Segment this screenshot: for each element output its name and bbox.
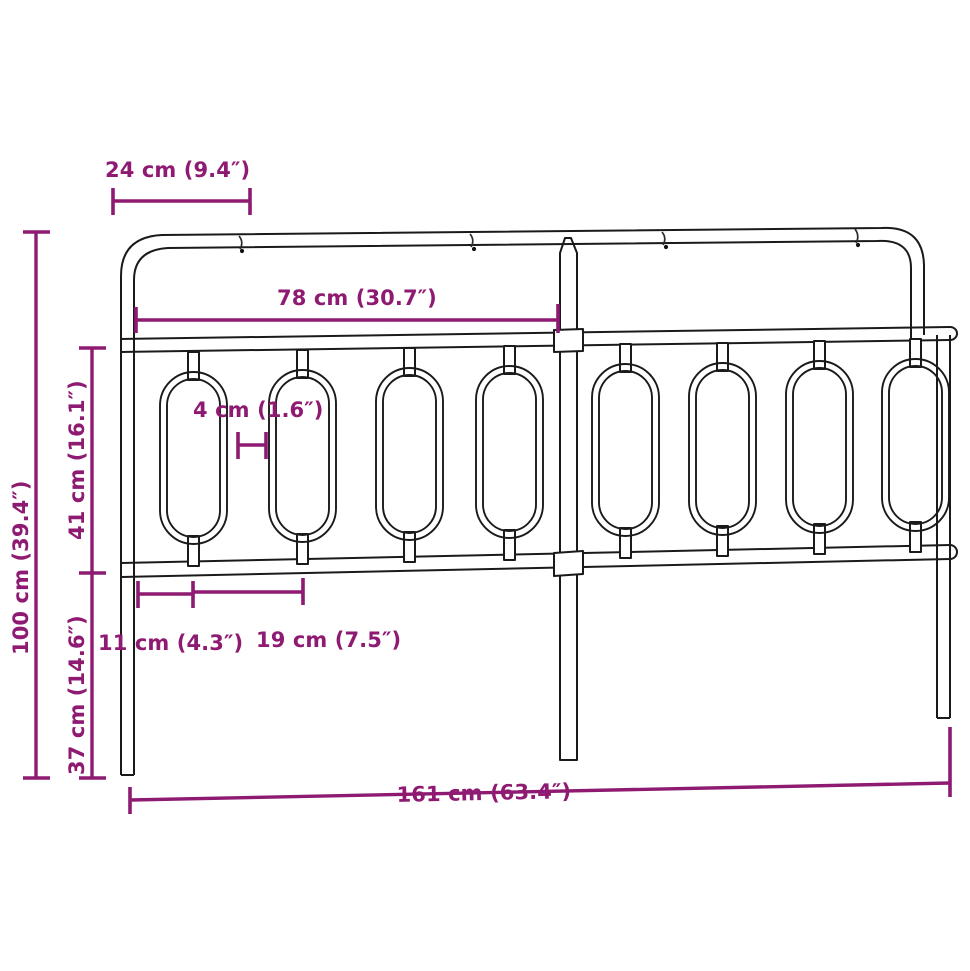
dimension-41cm: 41 cm (16.1″) xyxy=(65,346,106,575)
dimension-100cm: 100 cm (39.4″) xyxy=(9,230,50,780)
oval-spindle xyxy=(785,340,854,555)
left-leg xyxy=(120,345,135,776)
headboard-frame xyxy=(120,226,958,776)
dimension-4cm: 4 cm (1.6″) xyxy=(193,398,323,459)
dimension-19cm: 19 cm (7.5″) xyxy=(193,578,401,652)
dimension-19cm-label: 19 cm (7.5″) xyxy=(256,628,401,652)
oval-spindle xyxy=(881,338,950,553)
right-leg xyxy=(936,335,951,719)
lower-rail xyxy=(120,544,958,578)
dimension-24cm: 24 cm (9.4″) xyxy=(105,158,252,215)
dimension-4cm-label: 4 cm (1.6″) xyxy=(193,398,323,422)
oval-spindle xyxy=(688,342,757,557)
dimension-161cm-label: 161 cm (63.4″) xyxy=(396,779,571,807)
oval-spindle xyxy=(591,343,660,559)
dimension-11cm: 11 cm (4.3″) xyxy=(98,581,243,655)
dimension-41cm-label: 41 cm (16.1″) xyxy=(65,380,89,540)
oval-spindle xyxy=(375,347,444,563)
oval-spindle xyxy=(159,351,228,567)
dimension-37cm: 37 cm (14.6″) xyxy=(65,573,106,780)
dimension-161cm: 161 cm (63.4″) xyxy=(128,727,952,814)
dimension-78cm-label: 78 cm (30.7″) xyxy=(277,286,437,310)
dimension-11cm-label: 11 cm (4.3″) xyxy=(98,631,243,655)
right-panel-ovals xyxy=(591,338,950,559)
dimension-78cm: 78 cm (30.7″) xyxy=(134,286,560,333)
top-rail xyxy=(120,226,925,345)
dimension-100cm-label: 100 cm (39.4″) xyxy=(9,480,33,655)
dimension-24cm-label: 24 cm (9.4″) xyxy=(105,158,250,182)
center-post xyxy=(553,237,584,761)
upper-rail xyxy=(120,326,958,353)
oval-spindle xyxy=(475,345,544,561)
left-panel-ovals xyxy=(159,345,544,567)
oval-spindle xyxy=(268,349,337,565)
dimension-37cm-label: 37 cm (14.6″) xyxy=(65,615,89,775)
